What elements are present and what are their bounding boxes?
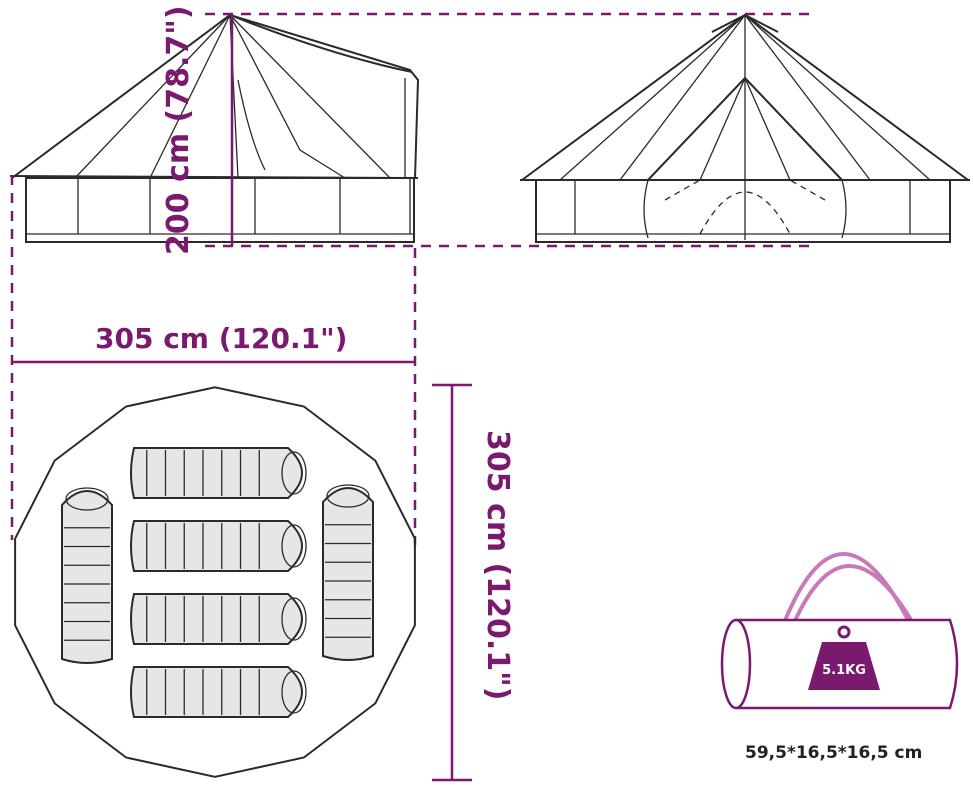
bag-handle-front [788,564,920,633]
sleeping-bag [61,487,113,664]
sleeping-bag [130,520,307,572]
width-label: 305 cm (120.1") [95,322,347,355]
depth-dimension: 305 cm (120.1") [432,383,515,782]
bag-end [720,618,752,710]
carry-bag: 5.1KG 59,5*16,5*16,5 cm [720,552,959,763]
sleeping-bag [322,484,374,661]
height-label: 200 cm (78.7") [161,5,196,255]
weight-label: 5.1KG [822,663,866,678]
width-dimension: 305 cm (120.1") [10,175,417,545]
height-dimension: 200 cm (78.7") [161,5,812,255]
depth-label: 305 cm (120.1") [480,430,515,701]
floor-outline [14,386,416,778]
weight-icon: 5.1KG [808,625,880,690]
sleeping-bag [130,593,307,645]
floor-plan-with-sleeping-bags [14,386,416,778]
tent-side-view [9,13,420,243]
horizontal-sleeping-bags [130,447,307,718]
vertical-sleeping-bags [61,484,374,664]
sleeping-bag [130,447,307,499]
tent-front-view [520,13,970,243]
sleeping-bag [130,666,307,718]
bag-size-label: 59,5*16,5*16,5 cm [745,743,922,763]
